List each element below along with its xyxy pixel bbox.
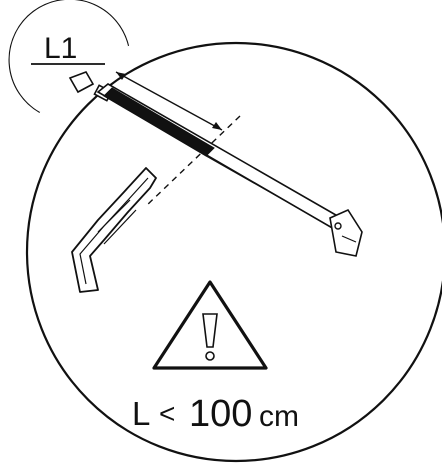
wall-bracket-left	[68, 71, 95, 94]
main-circle	[25, 41, 442, 463]
badge-label: L1	[44, 32, 77, 65]
length-instruction: L < 100 cm	[132, 393, 299, 435]
hacksaw-icon	[71, 167, 157, 293]
clamp-detail	[341, 235, 357, 243]
glass-clamp-right	[329, 208, 363, 257]
clamp-screw	[334, 222, 342, 230]
less-than-symbol: <	[159, 398, 175, 429]
dimension-arrow	[115, 71, 223, 131]
bar-inner-line	[205, 155, 341, 233]
bar-cut-section	[103, 87, 215, 157]
stabilizer-bar	[68, 71, 363, 257]
length-unit: cm	[259, 400, 299, 433]
length-symbol: L	[132, 395, 150, 432]
warning-triangle-icon	[152, 280, 268, 370]
length-value: 100	[189, 393, 252, 435]
badge-fill	[9, 0, 128, 112]
